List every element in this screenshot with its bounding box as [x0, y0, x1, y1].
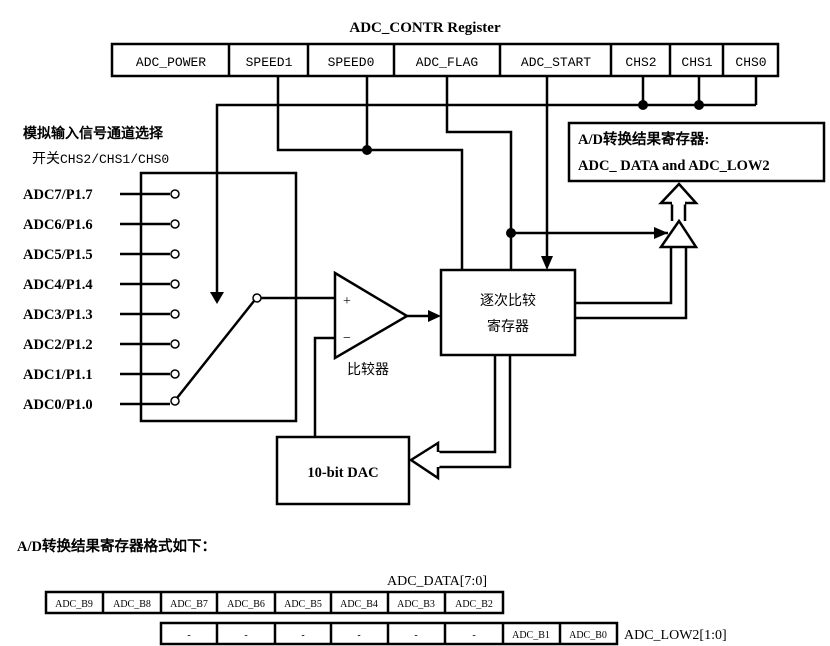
dac-block: 10-bit DAC	[275, 435, 411, 506]
register-bit-label: CHS2	[625, 55, 656, 70]
register-bit-chs0: CHS0	[735, 55, 766, 70]
svg-text:ADC_B1: ADC_B1	[512, 630, 550, 641]
register-bit-label: SPEED0	[328, 55, 375, 70]
result-register-title: A/D转换结果寄存器:	[578, 130, 709, 148]
svg-text:-: -	[472, 630, 475, 641]
low-bit-cell: -	[187, 630, 190, 641]
svg-text:逐次比较: 逐次比较	[480, 293, 536, 309]
data-bit-cell: ADC_B9	[55, 599, 93, 610]
control-wires	[210, 76, 758, 304]
result-register-box: A/D转换结果寄存器: ADC_ DATA and ADC_LOW2	[567, 121, 826, 183]
input-adc2: ADC2/P1.2	[23, 337, 180, 353]
adc-low2-register: - - - - - - ADC_B1 ADC_B0	[159, 621, 619, 646]
svg-text:ADC_B2: ADC_B2	[455, 599, 493, 610]
svg-text:ADC_B4: ADC_B4	[340, 599, 378, 610]
input-adc6: ADC6/P1.6	[23, 217, 180, 233]
svg-text:ADC_B0: ADC_B0	[569, 630, 607, 641]
register-bit-label: ADC_START	[521, 55, 591, 70]
svg-text:ADC6/P1.6: ADC6/P1.6	[23, 217, 93, 233]
analog-inputs: ADC7/P1.7 ADC6/P1.6 ADC5/P1.5 ADC4/P1.4 …	[23, 187, 180, 413]
svg-text:ADC_B8: ADC_B8	[113, 599, 151, 610]
arrow-head	[541, 256, 553, 270]
data-bit-cell: ADC_B6	[227, 599, 265, 610]
adc-data-label: ADC_DATA[7:0]	[387, 574, 487, 589]
sar-to-dac-bus	[408, 355, 512, 481]
svg-text:ADC3/P1.3: ADC3/P1.3	[23, 307, 93, 323]
low-bit-cell: -	[414, 630, 417, 641]
register-bit-label: CHS0	[735, 55, 766, 70]
register-bit-chs1: CHS1	[681, 44, 725, 76]
svg-text:ADC1/P1.1: ADC1/P1.1	[23, 367, 93, 383]
low-bit-cell: -	[244, 630, 247, 641]
register-bit-label: SPEED1	[246, 55, 293, 70]
register-bit-chs2: CHS2	[625, 44, 672, 76]
format-heading: A/D转换结果寄存器格式如下：	[17, 537, 216, 555]
input-adc3: ADC3/P1.3	[23, 307, 180, 323]
svg-text:-: -	[414, 630, 417, 641]
register-title: ADC_CONTR Register	[349, 20, 501, 36]
arrow-head	[654, 227, 668, 239]
arrow-head	[210, 292, 224, 304]
comparator-label: 比较器	[347, 362, 389, 378]
result-register-names: ADC_ DATA and ADC_LOW2	[578, 158, 770, 174]
register-bit-adc-power: ADC_POWER	[136, 44, 231, 76]
svg-text:ADC5/P1.5: ADC5/P1.5	[23, 247, 93, 263]
register-bit-adc-flag: ADC_FLAG	[416, 44, 502, 76]
svg-text:ADC0/P1.0: ADC0/P1.0	[23, 397, 93, 413]
adc-data-register: ADC_B9 ADC_B8 ADC_B7 ADC_B6 ADC_B5 ADC_B…	[44, 590, 505, 615]
svg-text:−: −	[343, 331, 351, 346]
svg-text:-: -	[301, 630, 304, 641]
data-bit-cell: ADC_B5	[284, 599, 322, 610]
register-bit-label: ADC_FLAG	[416, 55, 478, 70]
svg-text:ADC_B6: ADC_B6	[227, 599, 265, 610]
mux-caption-line2: 开关CHS2/CHS1/CHS0	[32, 151, 169, 167]
input-adc7: ADC7/P1.7	[23, 187, 180, 203]
data-bit-cell: ADC_B3	[397, 599, 435, 610]
low-bit-cell: -	[472, 630, 475, 641]
input-adc5: ADC5/P1.5	[23, 247, 180, 263]
data-bit-cell: ADC_B2	[455, 599, 493, 610]
input-adc0: ADC0/P1.0	[23, 396, 180, 413]
svg-text:-: -	[244, 630, 247, 641]
svg-text:+: +	[343, 294, 351, 309]
input-adc1: ADC1/P1.1	[23, 367, 180, 383]
adc-contr-register: ADC_POWER SPEED1 SPEED0 ADC_FLAG ADC_STA…	[110, 42, 780, 78]
register-bit-speed1: SPEED1	[246, 44, 310, 76]
svg-text:ADC7/P1.7: ADC7/P1.7	[23, 187, 93, 203]
sar-register: 逐次比较 寄存器	[439, 268, 577, 357]
mux-caption: 模拟输入信号通道选择	[23, 125, 164, 142]
low-bit-cell: -	[301, 630, 304, 641]
svg-text:-: -	[357, 630, 360, 641]
svg-text:-: -	[187, 630, 190, 641]
adc-low2-label: ADC_LOW2[1:0]	[624, 628, 727, 643]
arrow-head	[428, 310, 441, 322]
low-bit-cell: -	[357, 630, 360, 641]
junction-dot	[638, 100, 648, 110]
register-bit-speed0: SPEED0	[328, 44, 396, 76]
svg-text:ADC_B9: ADC_B9	[55, 599, 93, 610]
data-bit-cell: ADC_B8	[113, 599, 151, 610]
dac-label: 10-bit DAC	[307, 465, 378, 481]
register-bit-label: ADC_POWER	[136, 55, 206, 70]
junction-dot	[362, 145, 372, 155]
junction-dot	[694, 100, 704, 110]
low-bit-cell: ADC_B1	[512, 630, 550, 641]
svg-text:ADC2/P1.2: ADC2/P1.2	[23, 337, 93, 353]
comparator: + − 比较器	[313, 270, 441, 437]
register-bit-label: CHS1	[681, 55, 712, 70]
mux-switch	[176, 293, 335, 399]
low-bit-cell: ADC_B0	[569, 630, 607, 641]
svg-text:ADC4/P1.4: ADC4/P1.4	[23, 277, 93, 293]
register-bit-adc-start: ADC_START	[521, 44, 613, 76]
svg-text:ADC_B7: ADC_B7	[170, 599, 208, 610]
svg-text:ADC_B3: ADC_B3	[397, 599, 435, 610]
sar-to-result-bus	[575, 182, 699, 320]
input-adc4: ADC4/P1.4	[23, 277, 180, 293]
data-bit-cell: ADC_B4	[340, 599, 378, 610]
svg-text:ADC_B5: ADC_B5	[284, 599, 322, 610]
svg-text:寄存器: 寄存器	[487, 318, 529, 335]
data-bit-cell: ADC_B7	[170, 599, 208, 610]
